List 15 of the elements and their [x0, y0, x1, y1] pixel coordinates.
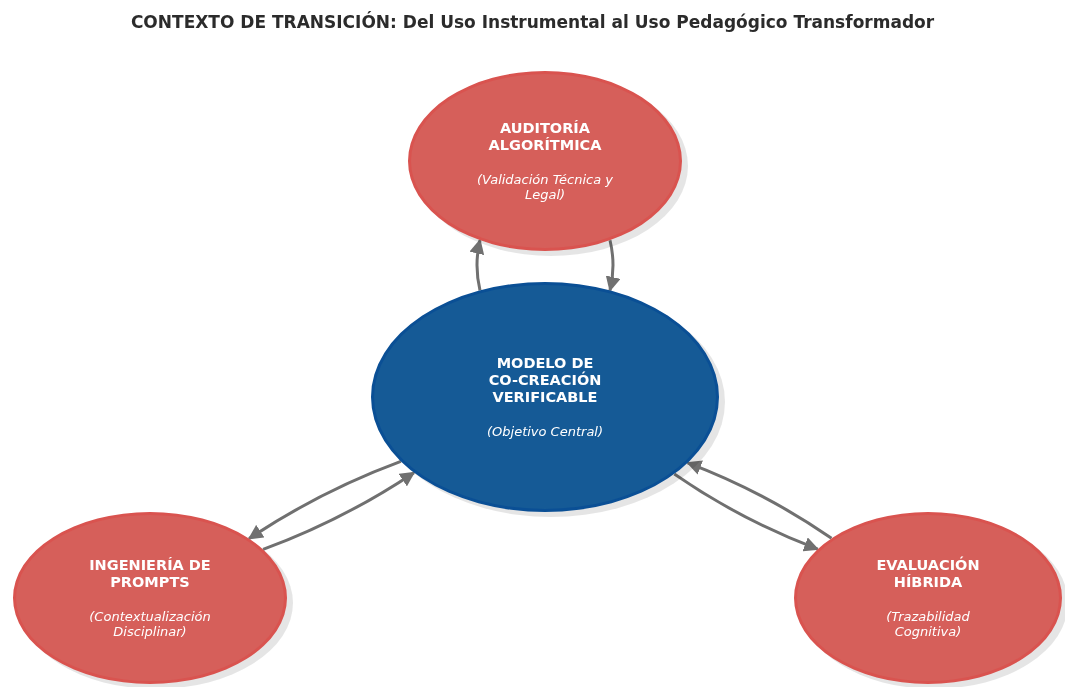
node-subtitle: (Trazabilidad Cognitiva) — [885, 609, 971, 639]
node-subtitle: (Objetivo Central) — [486, 424, 604, 439]
node-heading: MODELO DE CO-CREACIÓN VERIFICABLE — [487, 355, 603, 406]
arrow — [262, 471, 416, 551]
node-heading: INGENIERÍA DE PROMPTS — [88, 557, 212, 591]
arrow — [605, 239, 621, 292]
node-heading: AUDITORÍA ALGORÍTMICA — [487, 120, 603, 154]
node-subtitle: (Validación Técnica y Legal) — [476, 172, 614, 202]
arrow — [247, 460, 402, 540]
node-heading: EVALUACIÓN HÍBRIDA — [875, 557, 981, 591]
arrow — [673, 472, 820, 552]
arrow — [686, 460, 833, 540]
arrow — [469, 238, 485, 291]
node-subtitle: (Contextualización Disciplinar) — [88, 609, 212, 639]
diagram-title: CONTEXTO DE TRANSICIÓN: Del Uso Instrumental al Uso Pedagógico Transformador — [129, 12, 936, 32]
